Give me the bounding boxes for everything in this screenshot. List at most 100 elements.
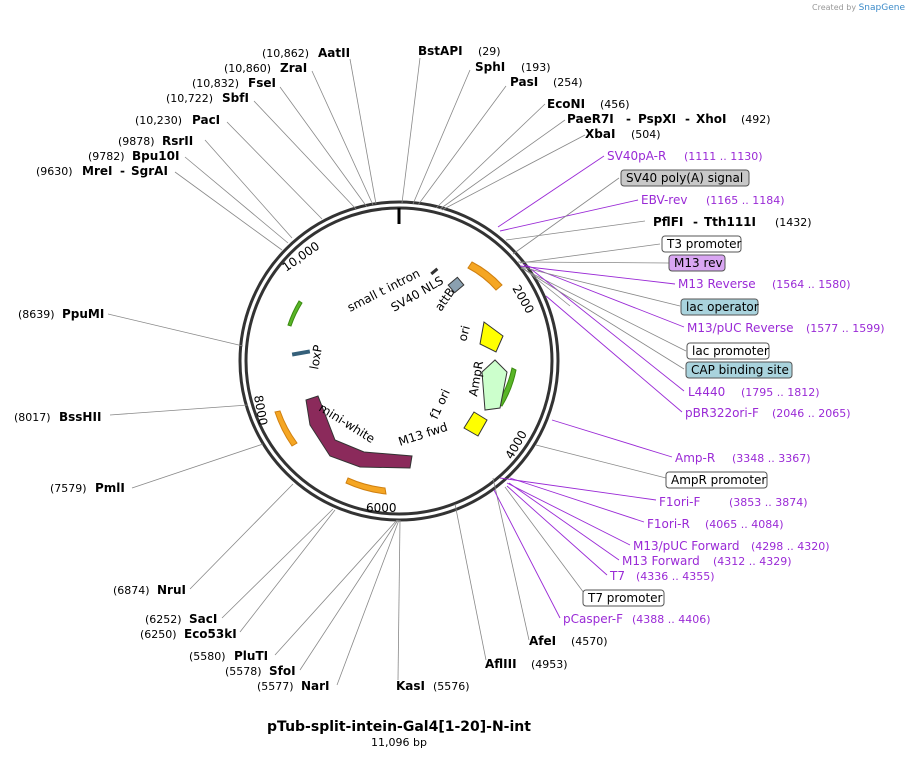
svg-text:(6252): (6252) — [145, 613, 182, 626]
svg-text:PluTI: PluTI — [234, 649, 268, 663]
box-sv40-polya — [620, 169, 750, 187]
box-cap-binding — [685, 361, 793, 379]
svg-text:-: - — [626, 112, 631, 126]
enzyme-leaders — [107, 57, 687, 686]
svg-text:(1111 .. 1130): (1111 .. 1130) — [684, 150, 763, 163]
svg-text:(8639): (8639) — [18, 308, 55, 321]
mini-white-arrow — [305, 395, 413, 469]
svg-text:(492): (492) — [741, 113, 771, 126]
svg-text:XhoI: XhoI — [696, 112, 727, 126]
svg-text:PspXI: PspXI — [638, 112, 676, 126]
svg-text:ZraI: ZraI — [280, 61, 307, 75]
svg-text:PmlI: PmlI — [95, 481, 125, 495]
svg-text:(9782): (9782) — [88, 150, 125, 163]
svg-text:F1ori-R: F1ori-R — [647, 517, 690, 531]
svg-text:(456): (456) — [600, 98, 630, 111]
orange-arrow-top — [467, 261, 503, 291]
svg-text:L4440: L4440 — [688, 385, 725, 399]
svg-text:-: - — [693, 215, 698, 229]
map-title: pTub-split-intein-Gal4[1-20]-N-int — [267, 719, 531, 735]
svg-text:PflFI: PflFI — [653, 215, 683, 229]
svg-text:SbfI: SbfI — [222, 91, 249, 105]
boxed-labels: SV40 poly(A) signal T3 promoter M13 rev … — [582, 169, 793, 607]
svg-text:T7: T7 — [609, 569, 625, 583]
svg-text:(2046 .. 2065): (2046 .. 2065) — [772, 407, 851, 420]
svg-text:PpuMI: PpuMI — [62, 307, 104, 321]
svg-text:(9630): (9630) — [36, 165, 73, 178]
box-t3-promoter — [661, 235, 742, 253]
svg-text:(6874): (6874) — [113, 584, 150, 597]
svg-text:(10,860): (10,860) — [224, 62, 271, 75]
svg-text:(5580): (5580) — [189, 650, 226, 663]
svg-text:M13/pUC Forward: M13/pUC Forward — [633, 539, 740, 553]
backbone-outer — [238, 200, 560, 522]
snapgene-logo: SnapGene — [858, 3, 905, 13]
attB-mark — [447, 276, 465, 294]
svg-text:EcoNI: EcoNI — [547, 97, 585, 111]
svg-text:(4953): (4953) — [531, 658, 568, 671]
box-t7-promoter — [582, 589, 665, 607]
svg-text:(8017): (8017) — [14, 411, 51, 424]
primer-labels: SV40pA-R (1111 .. 1130) EBV-rev (1165 .. 1… — [563, 149, 885, 626]
orange-arrow-bottom — [345, 477, 387, 495]
svg-text:T7 promoter: T7 promoter — [587, 591, 663, 605]
svg-text:SV40pA-R: SV40pA-R — [607, 149, 666, 163]
label-f1-ori: f1 ori — [427, 387, 453, 421]
green-arrow-left — [287, 300, 303, 327]
snapgene-credit: Created by SnapGene — [812, 3, 905, 13]
svg-text:SV40 poly(A) signal: SV40 poly(A) signal — [626, 171, 743, 185]
ampR-arrow — [481, 359, 508, 411]
svg-text:MreI: MreI — [82, 164, 112, 178]
svg-text:M13 Reverse: M13 Reverse — [678, 277, 756, 291]
svg-text:(1165 .. 1184): (1165 .. 1184) — [706, 194, 785, 207]
svg-text:(193): (193) — [521, 61, 551, 74]
svg-text:(1577 .. 1599): (1577 .. 1599) — [806, 322, 885, 335]
svg-text:(7579): (7579) — [50, 482, 87, 495]
svg-text:T3 promoter: T3 promoter — [666, 237, 742, 251]
tick-6000: 6000 — [366, 501, 397, 515]
label-ampR: AmpR — [466, 360, 486, 398]
svg-text:(4065 .. 4084): (4065 .. 4084) — [705, 518, 784, 531]
svg-text:(4388 .. 4406): (4388 .. 4406) — [632, 613, 711, 626]
box-ampR-promoter — [665, 471, 768, 489]
orange-arrow-left — [274, 410, 298, 447]
svg-text:CAP binding site: CAP binding site — [691, 363, 789, 377]
svg-text:PacI: PacI — [192, 113, 220, 127]
svg-text:(4570): (4570) — [571, 635, 608, 648]
svg-text:M13 Forward: M13 Forward — [622, 554, 700, 568]
svg-text:(1432): (1432) — [775, 216, 812, 229]
f1-ori-arrow — [463, 411, 488, 437]
svg-text:-: - — [685, 112, 690, 126]
svg-text:(1564 .. 1580): (1564 .. 1580) — [772, 278, 851, 291]
map-length: 11,096 bp — [371, 736, 427, 749]
ori-arrow — [479, 321, 504, 353]
svg-text:(504): (504) — [631, 128, 661, 141]
svg-text:(6250): (6250) — [140, 628, 177, 641]
svg-text:(10,230): (10,230) — [135, 114, 182, 127]
svg-text:Eco53kI: Eco53kI — [184, 627, 237, 641]
svg-text:(29): (29) — [478, 45, 501, 58]
svg-text:(5576): (5576) — [433, 680, 470, 693]
svg-text:F1ori-F: F1ori-F — [659, 495, 700, 509]
svg-text:PasI: PasI — [510, 75, 538, 89]
svg-text:EBV-rev: EBV-rev — [641, 193, 687, 207]
svg-text:PaeR7I: PaeR7I — [567, 112, 614, 126]
svg-text:BssHII: BssHII — [59, 410, 101, 424]
label-ori: ori — [455, 324, 473, 343]
small-t-intron-mark — [430, 267, 439, 276]
box-lac-operator — [680, 298, 759, 316]
svg-text:lac promoter: lac promoter — [692, 344, 769, 358]
svg-text:(3348 .. 3367): (3348 .. 3367) — [732, 452, 811, 465]
svg-text:(10,722): (10,722) — [166, 92, 213, 105]
svg-text:Amp-R: Amp-R — [675, 451, 715, 465]
svg-text:pBR322ori-F: pBR322ori-F — [685, 406, 759, 420]
svg-text:lac operator: lac operator — [686, 300, 759, 314]
svg-text:pCasper-F: pCasper-F — [563, 612, 623, 626]
svg-text:(4298 .. 4320): (4298 .. 4320) — [751, 540, 830, 553]
enzyme-labels-left: (8639) PpuMI (8017) BssHII (7579) PmlI (687… — [14, 307, 608, 693]
svg-text:(10,832): (10,832) — [192, 77, 239, 90]
svg-text:(254): (254) — [553, 76, 583, 89]
svg-text:NruI: NruI — [157, 583, 186, 597]
tick-8000: 8000 — [251, 394, 270, 427]
